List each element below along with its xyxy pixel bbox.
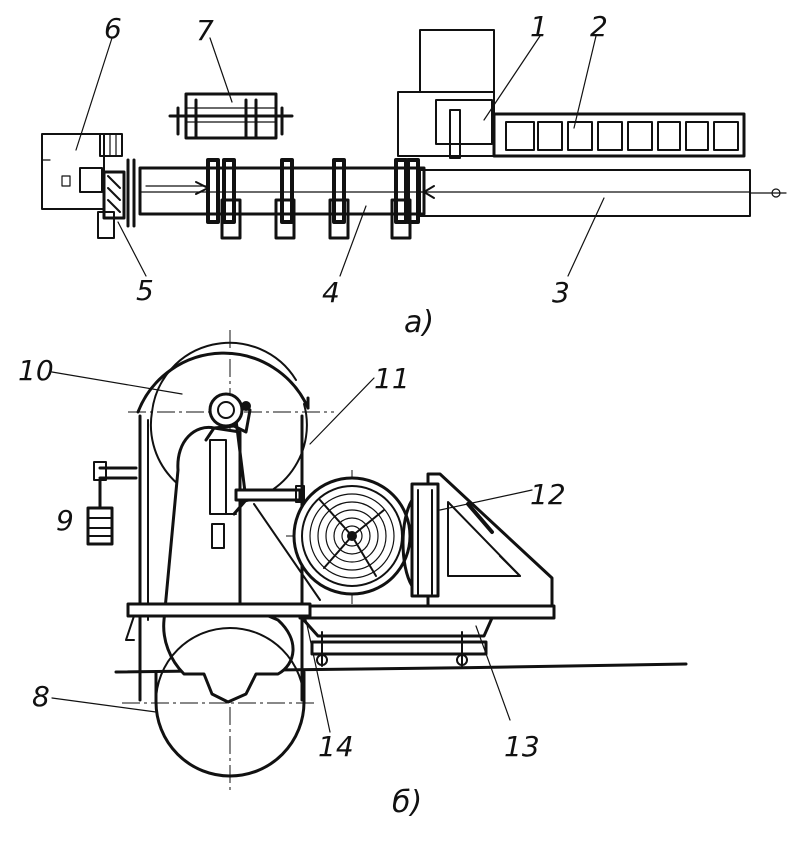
- caption-a: а): [404, 305, 434, 340]
- label-1: 1: [530, 10, 548, 43]
- part-4-feed-conveyor: [138, 158, 426, 240]
- part-9-tension-handle: [86, 461, 138, 546]
- part-5-coupling: [97, 158, 136, 239]
- leaders-b: [51, 371, 533, 733]
- part-8-lower-pulley: [154, 627, 306, 778]
- log-end-view: [292, 476, 412, 596]
- part-13-carriage-base: [298, 604, 556, 667]
- frame-column: [162, 398, 295, 704]
- label-4: 4: [322, 276, 340, 309]
- part-2-outfeed-table: [492, 112, 746, 158]
- label-12: 12: [530, 478, 566, 511]
- plan-view-a: 6 7 1 2 5 4 3 а): [41, 10, 787, 340]
- part-14-blade-guide: [234, 485, 321, 601]
- part-3-guide-rail: [419, 169, 787, 217]
- saw-table: [125, 602, 312, 641]
- leaders-a: [75, 35, 605, 277]
- side-view-b: 10 11 9 12 8 14 13 б): [18, 330, 688, 820]
- label-6: 6: [104, 12, 122, 45]
- label-13: 13: [504, 730, 540, 763]
- part-12-log-carriage: [401, 472, 554, 608]
- part-7-carriage-unit: [168, 92, 294, 140]
- label-10: 10: [18, 354, 54, 387]
- label-3: 3: [552, 276, 570, 309]
- part-1-saw-housing: [397, 29, 495, 159]
- label-14: 14: [318, 730, 354, 763]
- label-8: 8: [32, 680, 50, 713]
- label-2: 2: [590, 10, 608, 43]
- caption-b: б): [392, 785, 422, 820]
- label-7: 7: [196, 14, 214, 47]
- label-11: 11: [374, 362, 410, 395]
- label-9: 9: [56, 504, 74, 537]
- label-5: 5: [136, 274, 154, 307]
